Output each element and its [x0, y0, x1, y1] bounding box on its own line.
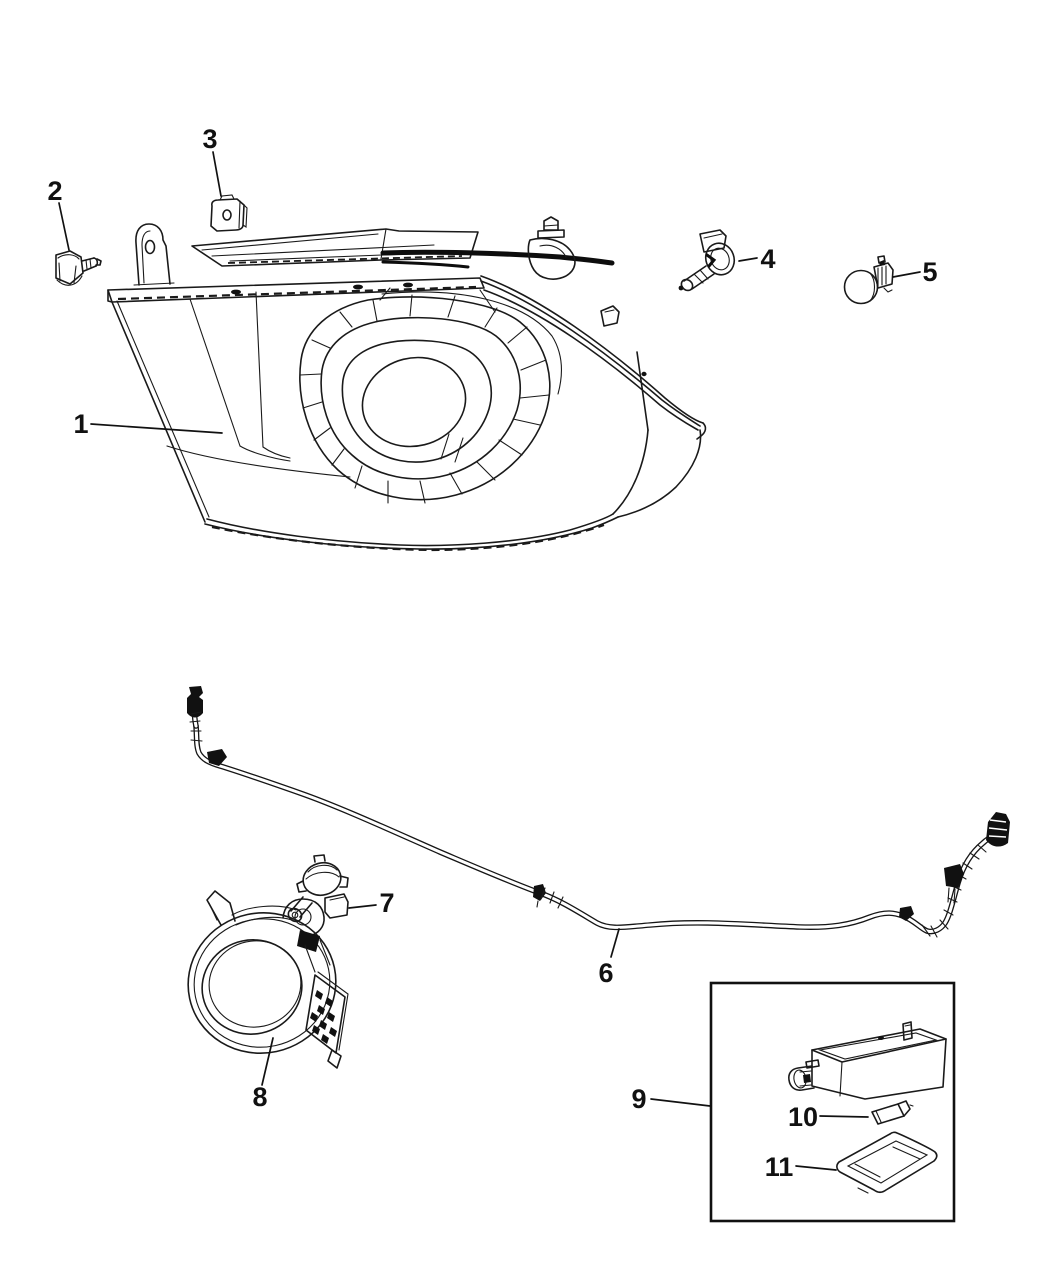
- leader-9: [650, 1098, 711, 1107]
- bulb-4-drawing: [678, 229, 736, 292]
- callout-2: 2: [47, 176, 62, 206]
- harness-drawing: [187, 686, 1010, 938]
- leader-1: [90, 423, 223, 434]
- leader-2: [58, 202, 70, 251]
- callout-7: 7: [379, 888, 394, 918]
- leader-4: [738, 257, 758, 262]
- leader-10: [819, 1115, 869, 1118]
- bulb-5-drawing: [843, 255, 894, 305]
- fog-lamp-drawing: [187, 890, 349, 1069]
- callout-8: 8: [252, 1082, 267, 1112]
- bolt-drawing: [55, 250, 102, 286]
- leader-5: [892, 271, 921, 278]
- headlamp-assembly-drawing: [107, 216, 707, 552]
- callout-3: 3: [202, 124, 217, 154]
- module-drawing: [788, 1021, 947, 1100]
- callout-11: 11: [765, 1152, 794, 1182]
- callout-5: 5: [922, 257, 937, 287]
- leader-3: [212, 151, 222, 197]
- callout-9: 9: [631, 1084, 646, 1114]
- callout-6: 6: [598, 958, 613, 988]
- leader-7: [348, 904, 377, 909]
- lens-tray-drawing: [836, 1131, 938, 1194]
- leader-6: [610, 928, 620, 958]
- callout-4: 4: [760, 244, 775, 274]
- clip-drawing: [210, 194, 248, 232]
- callout-10: 10: [788, 1102, 818, 1132]
- kit-box: [709, 981, 956, 1223]
- bulb-10-drawing: [871, 1100, 914, 1125]
- leader-8: [261, 1037, 274, 1086]
- leader-11: [795, 1165, 837, 1171]
- callout-1: 1: [73, 409, 88, 439]
